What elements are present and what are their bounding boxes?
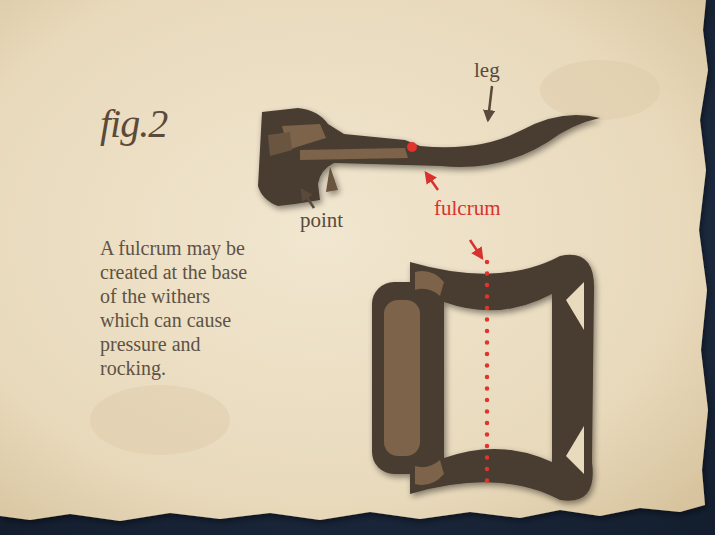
- part-label: leg: [474, 58, 500, 83]
- part-label: point: [300, 208, 343, 233]
- figure-number: fig.2: [100, 100, 167, 147]
- fulcrum-label: fulcrum: [434, 196, 500, 221]
- caption-text: A fulcrum may be created at the base of …: [100, 236, 250, 380]
